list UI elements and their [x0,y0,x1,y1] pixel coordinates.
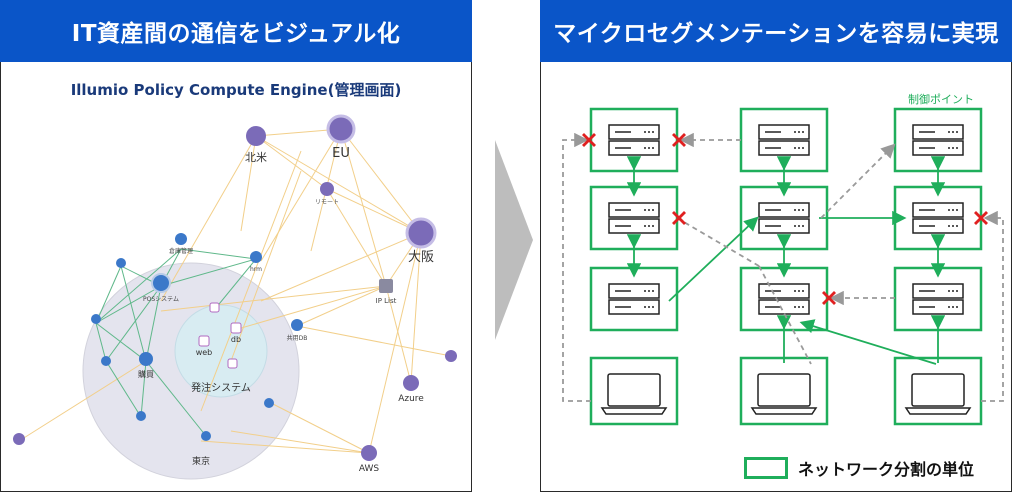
node-azure[interactable]: Azure [398,375,424,404]
node-soukozaiko-label: 倉庫管理 [169,247,193,255]
node-osaka-label: 大阪 [408,250,434,265]
block-mark-2 [672,133,686,147]
block-marks [582,133,988,305]
node-pos[interactable]: POSシステム [143,273,179,303]
node-hrm[interactable]: hrm [250,251,262,273]
node-db[interactable]: db [230,322,242,344]
visualization-header: IT資産間の通信をビジュアル化 [0,0,472,62]
laptop-2[interactable] [751,373,817,415]
tokyo-label: 東京 [192,455,210,467]
node-osaka[interactable]: 大阪 [405,217,437,265]
microsegmentation-header: マイクロセグメンテーションを容易に実現 [540,0,1012,62]
block-mark-3 [672,211,686,225]
transition-arrow [495,140,533,340]
node-hrm-label: hrm [250,266,262,273]
laptop-1[interactable] [601,373,667,415]
node-web[interactable]: web [196,335,213,357]
server-1-3[interactable] [602,277,666,321]
legend-swatch [744,457,788,479]
server-2-3[interactable] [752,277,816,321]
node-small-6[interactable] [264,398,274,408]
node-small-3[interactable] [101,356,111,366]
node-small-5[interactable] [201,431,211,441]
node-hokubei-label: 北米 [245,151,267,164]
laptop-3[interactable] [905,373,971,415]
node-small-2[interactable] [91,314,101,324]
block-mark-5 [974,211,988,225]
node-kobai-label: 購買 [138,369,154,379]
server-1-2[interactable] [602,196,666,240]
server-1-1[interactable] [602,118,666,162]
node-kobai[interactable]: 購買 [138,352,154,379]
node-remote[interactable]: リモート [315,182,339,206]
order-system-group-circle [174,304,268,398]
node-aws[interactable]: AWS [359,445,380,474]
server-2-2[interactable] [752,196,816,240]
server-2-1[interactable] [752,118,816,162]
server-3-2[interactable] [906,196,970,240]
node-order-bottom[interactable] [227,358,238,369]
node-small-4[interactable] [136,411,146,421]
asset-communication-map: 北米 EU リモート 大阪 IP List Azure AWS [13,114,457,480]
node-azure-label: Azure [398,394,424,404]
blocked-flows [562,132,1004,402]
communication-lines-external [18,128,452,454]
legend: ネットワーク分割の単位 [744,453,974,483]
node-aws-label: AWS [359,464,380,474]
node-hokubei[interactable]: 北米 [245,126,267,164]
node-west-small[interactable] [13,433,25,445]
node-remote-label: リモート [315,199,339,206]
node-db-label: db [231,335,241,344]
server-3-1[interactable] [906,118,970,162]
allowed-flows [626,156,946,365]
node-iplist-label: IP List [376,297,397,305]
microsegmentation-diagram: 制御ポイント [562,92,1004,426]
node-order-top[interactable] [209,302,220,313]
legend-label: ネットワーク分割の単位 [798,460,975,479]
node-east-small[interactable] [445,350,457,362]
order-system-label: 発注システム [191,381,251,394]
server-3-3[interactable] [906,277,970,321]
control-point-label: 制御ポイント [908,92,974,106]
node-kyoyu[interactable]: 共用DB [287,319,308,342]
node-kyoyu-label: 共用DB [287,334,308,342]
block-mark-1 [582,133,596,147]
visualization-panel: IT資産間の通信をビジュアル化 Illumio Policy Compute E… [0,0,472,492]
node-eu[interactable]: EU [326,114,356,161]
node-web-label: web [196,348,213,357]
node-eu-label: EU [332,146,350,161]
block-mark-4 [822,291,836,305]
node-small-1[interactable] [116,258,126,268]
microsegmentation-panel: マイクロセグメンテーションを容易に実現 制 [540,0,1012,492]
management-screen-title: Illumio Policy Compute Engine(管理画面) [70,81,402,99]
node-iplist[interactable]: IP List [376,279,397,305]
communication-lines-internal [95,248,257,437]
node-pos-label: POSシステム [143,296,179,303]
node-soukozaiko[interactable]: 倉庫管理 [169,233,193,255]
